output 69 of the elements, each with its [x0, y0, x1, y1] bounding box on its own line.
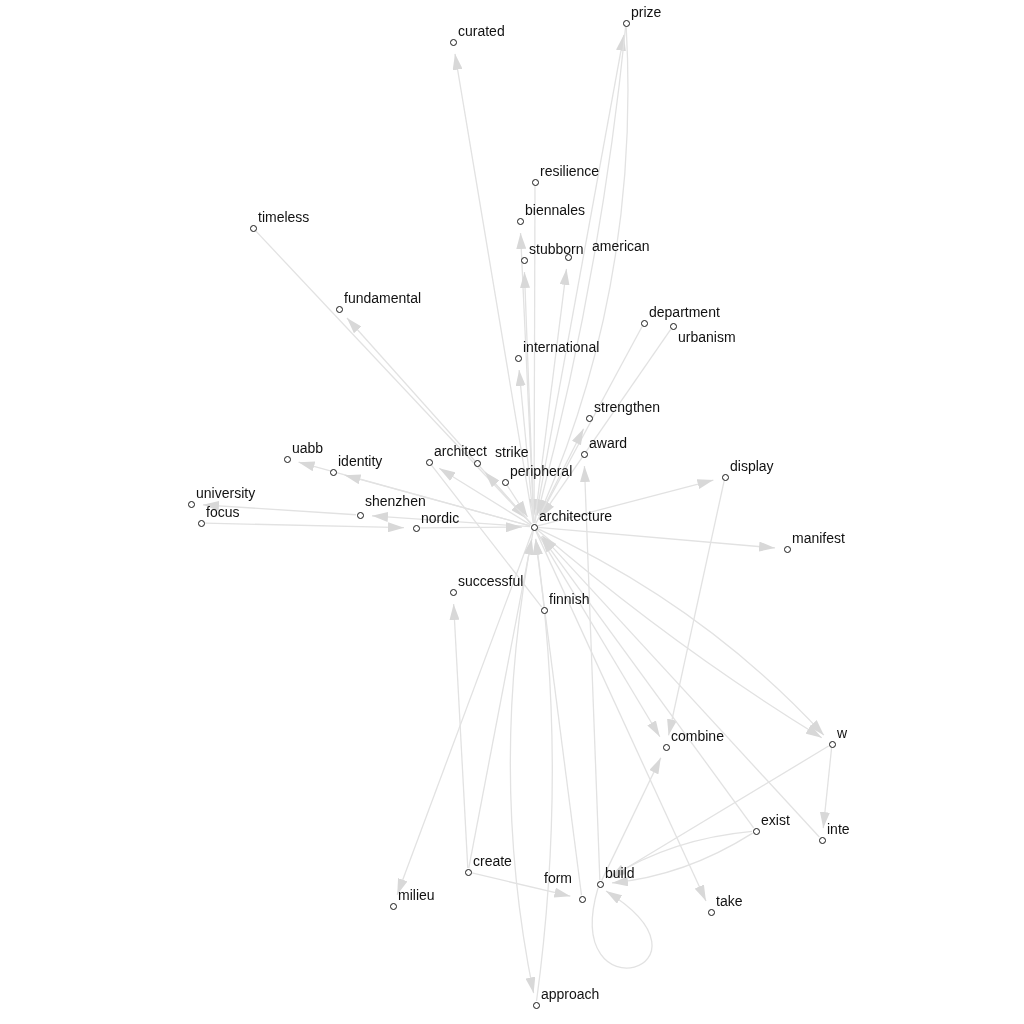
arrow: [540, 328, 672, 518]
arrow: [449, 603, 469, 869]
arrow: [468, 538, 534, 869]
connector-line: [430, 464, 543, 608]
node-label: department: [649, 304, 720, 320]
node-label: inte: [827, 821, 850, 837]
node-label: urbanism: [678, 329, 736, 345]
node-label: take: [716, 893, 743, 909]
arrow: [609, 830, 753, 879]
node-label: american: [592, 238, 650, 254]
arrow: [540, 536, 755, 829]
arrow: [509, 530, 536, 994]
arrow: [529, 185, 540, 516]
node-label: strengthen: [594, 399, 661, 415]
node-label: curated: [458, 23, 505, 39]
arrow: [506, 484, 529, 518]
node-label: strike: [495, 444, 529, 460]
arrow: [591, 887, 653, 969]
arrow: [580, 465, 601, 881]
node-label: architecture: [539, 508, 613, 524]
arrow: [541, 535, 820, 838]
arrow: [343, 474, 531, 527]
arrow: [396, 530, 534, 896]
arrow: [537, 526, 776, 552]
node-label: shenzhen: [365, 493, 426, 509]
arrow: [371, 511, 531, 528]
node-label: nordic: [421, 510, 460, 526]
node-label: uabb: [292, 440, 324, 456]
node-label: university: [196, 485, 256, 501]
node-label: w: [837, 725, 848, 741]
node-label: form: [544, 870, 572, 886]
arrow: [535, 530, 707, 902]
arrow: [438, 467, 532, 526]
node-label: create: [473, 853, 512, 869]
arrow: [471, 872, 571, 898]
node-label: prize: [631, 4, 662, 20]
node-label: combine: [671, 728, 724, 744]
node-label: successful: [458, 573, 524, 589]
node-label: timeless: [258, 209, 310, 225]
node-label: manifest: [792, 530, 845, 546]
arrow: [484, 471, 532, 525]
node-label: identity: [338, 453, 383, 469]
node-label: build: [605, 865, 635, 881]
node-label: architect: [434, 443, 487, 459]
node-label: award: [589, 435, 628, 451]
arrow: [535, 529, 661, 738]
node-label: international: [523, 339, 600, 355]
arrow: [611, 832, 754, 887]
node-label: display: [730, 458, 774, 474]
arrow: [537, 479, 715, 527]
arrow: [535, 428, 585, 525]
arrow: [601, 757, 662, 882]
node-label: peripheral: [510, 463, 573, 479]
node-label: stubborn: [529, 241, 584, 257]
node-label: biennales: [525, 202, 585, 218]
node-label: milieu: [398, 887, 435, 903]
arrow: [667, 480, 725, 736]
node-label: focus: [206, 504, 240, 520]
arrow: [204, 522, 405, 533]
arrow: [819, 747, 833, 829]
arrow: [255, 230, 527, 519]
arrow: [419, 522, 523, 533]
arrow: [452, 53, 534, 524]
node-label: fundamental: [344, 290, 422, 306]
node-label: approach: [541, 986, 600, 1002]
node-label: resilience: [540, 163, 600, 179]
node-label: finnish: [549, 591, 590, 607]
node-label: exist: [761, 812, 790, 828]
arrow: [202, 500, 357, 516]
